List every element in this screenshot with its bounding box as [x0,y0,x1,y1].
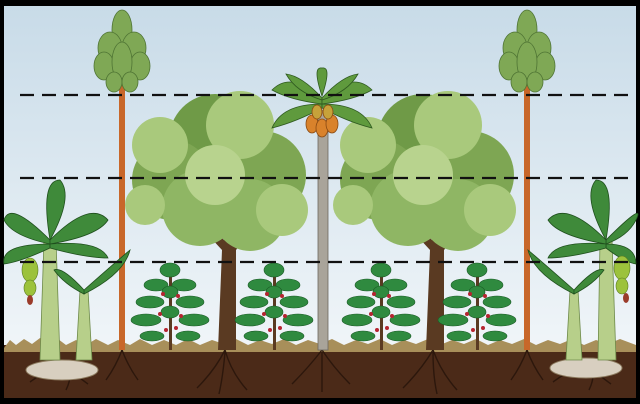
papaya-trunk [318,110,328,350]
banana-flower [623,293,629,303]
banana-flower [27,295,33,305]
banana-pseudostem [40,240,60,360]
timber-trunk [119,80,125,350]
timber-trunk [524,80,530,350]
banana-bunch [22,258,38,296]
